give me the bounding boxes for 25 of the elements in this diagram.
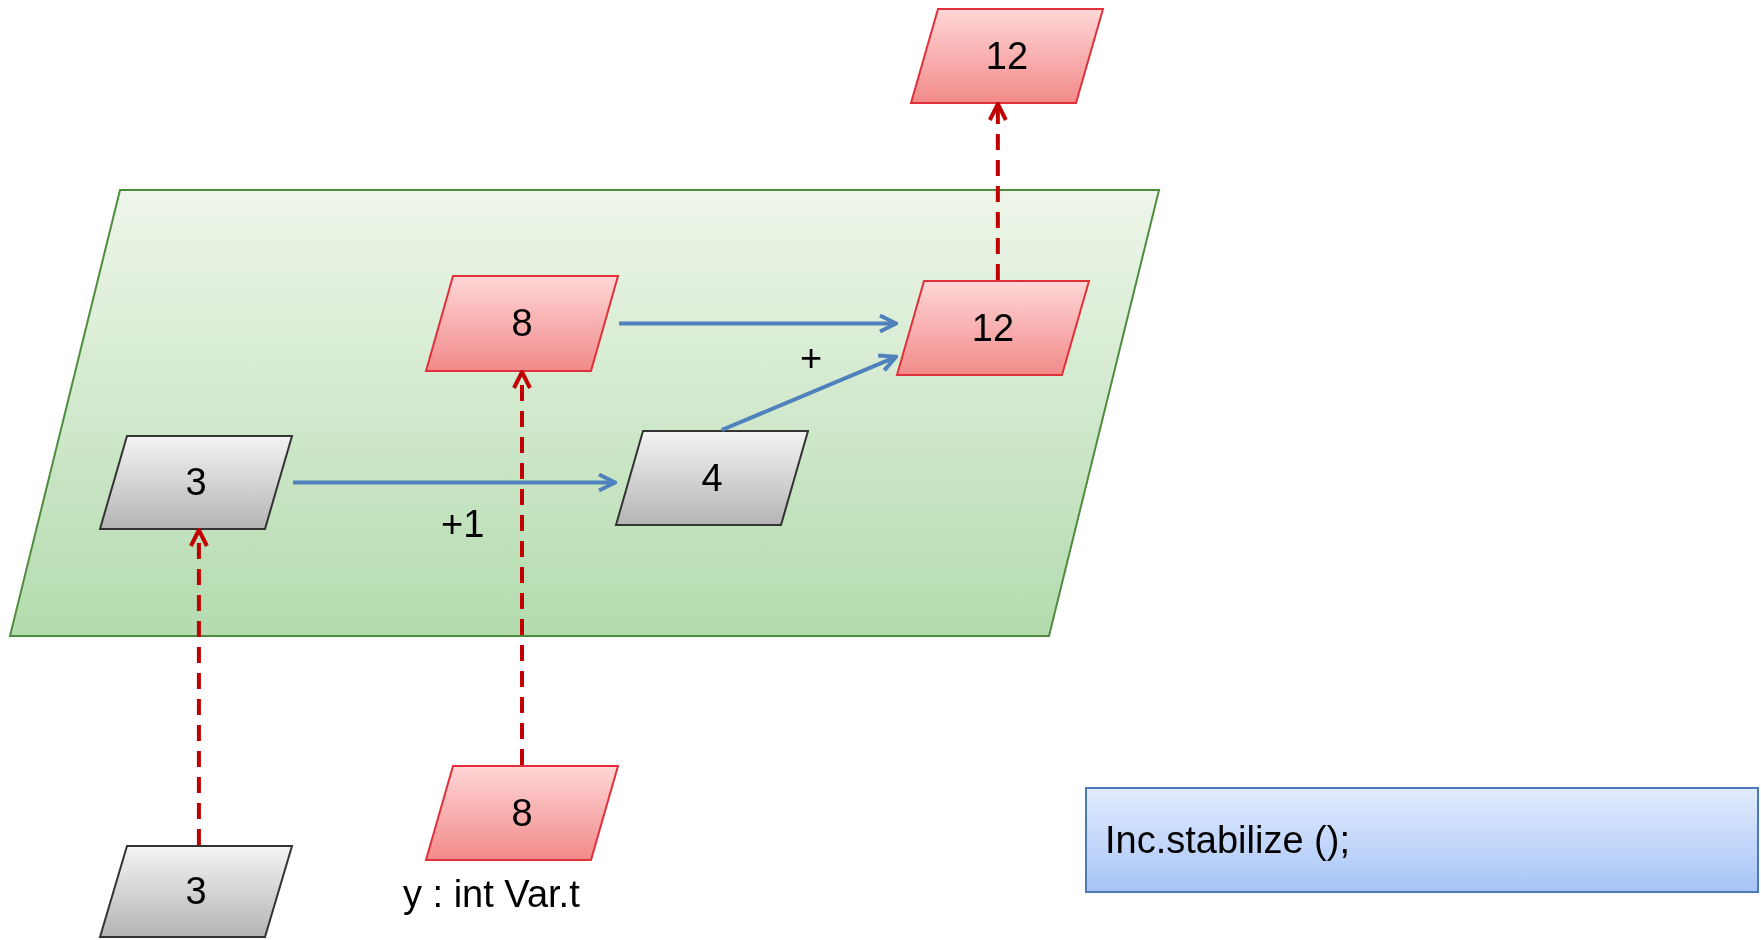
code-box: [1085, 787, 1759, 893]
data-parallelogram: [99, 435, 293, 530]
edge-label: +1: [441, 503, 485, 546]
graph-plane: [9, 189, 1160, 637]
arrow: [619, 313, 898, 334]
value-text: 8: [511, 302, 533, 345]
value-text: 12: [985, 34, 1029, 78]
value-text: 3: [185, 870, 207, 913]
data-parallelogram: [99, 845, 293, 938]
value-text: 4: [701, 456, 723, 500]
dashed-arrow: [512, 370, 532, 765]
type-annotation: y : int Var.t: [403, 873, 580, 916]
value-text: 12: [971, 306, 1015, 350]
dashed-arrow: [987, 102, 1008, 280]
arrow: [293, 472, 617, 493]
code-text: Inc.stabilize ();: [1105, 818, 1350, 862]
data-parallelogram: [615, 430, 809, 526]
edge-label: +: [800, 337, 823, 380]
data-parallelogram: [910, 8, 1104, 104]
data-parallelogram: [896, 280, 1090, 376]
value-text: 8: [511, 791, 533, 835]
data-parallelogram: [425, 275, 619, 372]
dashed-arrow: [188, 528, 209, 845]
value-text: 3: [185, 461, 207, 504]
arrow: [720, 353, 898, 432]
